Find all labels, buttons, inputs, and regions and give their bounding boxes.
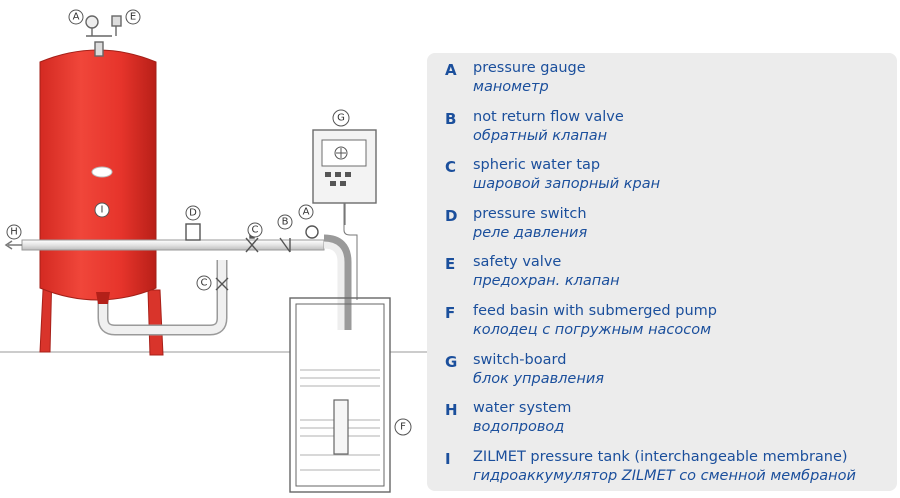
legend-letter: C bbox=[445, 158, 457, 177]
legend-en: spheric water tap bbox=[473, 157, 601, 174]
callout-a-top: A bbox=[68, 9, 84, 25]
legend-ru: обратный клапан bbox=[473, 127, 608, 144]
legend-letter: I bbox=[445, 449, 451, 468]
tank-legs bbox=[39, 269, 164, 356]
callout-b: B bbox=[277, 214, 293, 230]
legend-en: water system bbox=[473, 400, 572, 417]
svg-text:A: A bbox=[73, 12, 80, 23]
legend-en: not return flow valve bbox=[473, 108, 624, 125]
legend-ru: колодец с погружным насосом bbox=[473, 321, 712, 338]
legend-letter: A bbox=[445, 61, 457, 79]
svg-text:I: I bbox=[101, 205, 104, 216]
legend-en: safety valve bbox=[473, 254, 562, 271]
legend-letter: E bbox=[445, 255, 456, 274]
callout-d: D bbox=[185, 205, 201, 221]
legend-en: pressure switch bbox=[473, 205, 587, 222]
legend-item-f: F feed basin with submerged pump колодец … bbox=[445, 302, 897, 351]
legend-ru: реле давления bbox=[473, 224, 588, 241]
legend-item-c: C spheric water tap шаровой запорный кран bbox=[445, 156, 897, 205]
svg-text:H: H bbox=[10, 227, 18, 238]
legend-ru: водопровод bbox=[473, 419, 565, 436]
switch-board bbox=[312, 129, 377, 300]
legend-letter: D bbox=[445, 206, 458, 225]
legend-ru: гидроаккумулятор ZILMET со сменной мембр… bbox=[473, 467, 856, 484]
legend-ru: блок управления bbox=[473, 370, 604, 387]
legend-en: switch-board bbox=[473, 351, 567, 368]
callout-a-right: A bbox=[298, 204, 314, 220]
svg-text:B: B bbox=[282, 217, 289, 228]
legend-item-i: I ZILMET pressure tank (interchangeable … bbox=[445, 448, 897, 497]
svg-text:C: C bbox=[201, 278, 208, 289]
feed-basin bbox=[289, 297, 391, 493]
legend-letter: F bbox=[445, 303, 456, 322]
svg-text:G: G bbox=[337, 113, 345, 124]
tank-bottom-flange bbox=[96, 292, 110, 304]
callout-e-top: E bbox=[125, 9, 141, 25]
legend-item-d: D pressure switch реле давления bbox=[445, 205, 897, 254]
legend-ru: манометр bbox=[473, 79, 549, 95]
svg-text:D: D bbox=[189, 208, 197, 219]
legend-en: feed basin with submerged pump bbox=[473, 302, 717, 319]
callout-h: H bbox=[6, 224, 22, 240]
legend-ru: предохран. клапан bbox=[473, 273, 620, 290]
legend-item-g: G switch-board блок управления bbox=[445, 351, 897, 400]
legend-en: pressure gauge bbox=[473, 60, 586, 76]
callout-f: F bbox=[394, 418, 412, 436]
callout-i: I bbox=[94, 202, 110, 218]
svg-text:C: C bbox=[252, 225, 259, 236]
legend-letter: B bbox=[445, 109, 457, 128]
svg-text:F: F bbox=[400, 422, 406, 433]
legend-item-b: B not return flow valve обратный клапан bbox=[445, 108, 897, 157]
legend-panel: A pressure gauge манометр B not return fl… bbox=[427, 53, 897, 491]
legend-letter: G bbox=[445, 352, 458, 371]
legend-ru: шаровой запорный кран bbox=[473, 176, 661, 193]
legend-item-a: A pressure gauge манометр bbox=[445, 59, 897, 108]
svg-text:A: A bbox=[303, 207, 310, 218]
legend-letter: H bbox=[445, 401, 458, 420]
callout-g: G bbox=[332, 109, 350, 127]
tank-badge bbox=[91, 166, 113, 178]
top-valve-assembly bbox=[85, 15, 122, 57]
legend-item-e: E safety valve предохран. клапан bbox=[445, 253, 897, 302]
svg-text:E: E bbox=[130, 12, 136, 23]
callout-c-right: C bbox=[247, 222, 263, 238]
callout-c-left: C bbox=[196, 275, 212, 291]
legend-item-h: H water system водопровод bbox=[445, 399, 897, 448]
main-pipe bbox=[4, 234, 352, 330]
legend-en: ZILMET pressure tank (interchangeable me… bbox=[473, 448, 848, 465]
